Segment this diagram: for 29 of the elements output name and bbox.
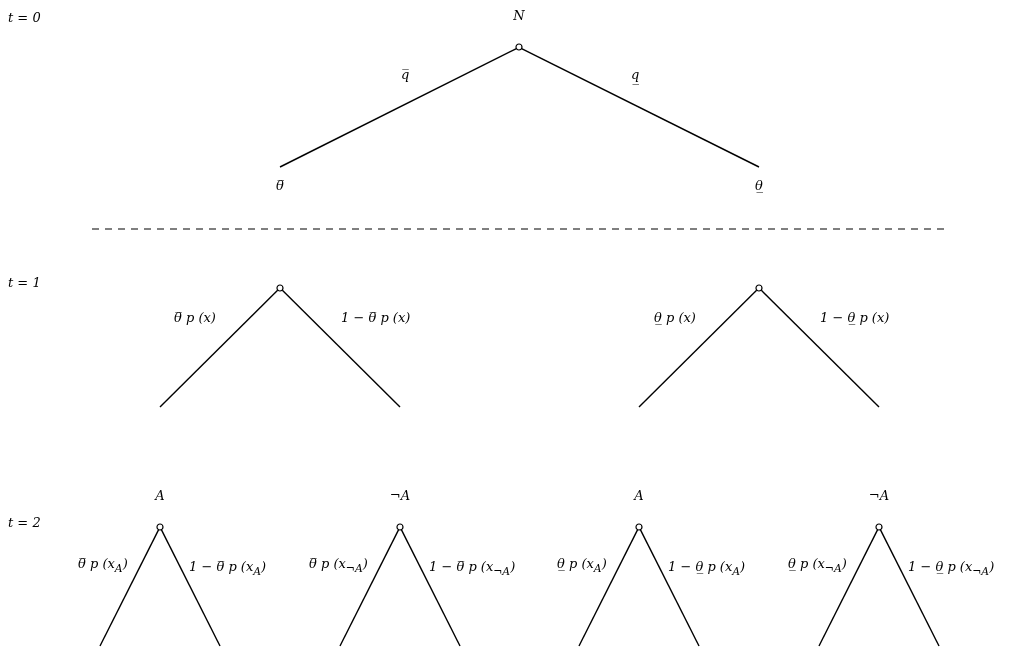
branch-line (400, 528, 461, 647)
branch-line (638, 289, 758, 408)
outcome-label: θ̲ (755, 177, 763, 195)
branch-line (160, 528, 221, 647)
branch-label: θ̅ p (x) (173, 309, 217, 327)
branch-line (279, 47, 518, 168)
branch-label: q̅ (400, 66, 411, 84)
outcome-label: θ̅ (276, 177, 284, 195)
branch-line (879, 528, 940, 647)
branch-label: 1 − θ̅ p (x) (340, 309, 412, 327)
node-label: N (513, 7, 525, 25)
branch-line (159, 289, 279, 408)
branch-label: θ̲ p (x) (653, 309, 697, 327)
branch-label: 1 − θ̲ p (x) (819, 309, 891, 327)
time-label: t = 1 (8, 274, 41, 292)
branch-line (760, 289, 880, 408)
branch-line (520, 47, 760, 168)
branch-line (99, 528, 160, 647)
node-label: ¬A (389, 487, 411, 505)
branch-line (281, 289, 401, 408)
branch-line (339, 528, 400, 647)
time-label: t = 0 (8, 9, 41, 27)
node-label: A (634, 487, 644, 505)
node-label: ¬A (868, 487, 890, 505)
branch-line (818, 528, 879, 647)
node-label: A (155, 487, 165, 505)
branch-line (578, 528, 639, 647)
time-label: t = 2 (8, 514, 41, 532)
branch-line (639, 528, 700, 647)
